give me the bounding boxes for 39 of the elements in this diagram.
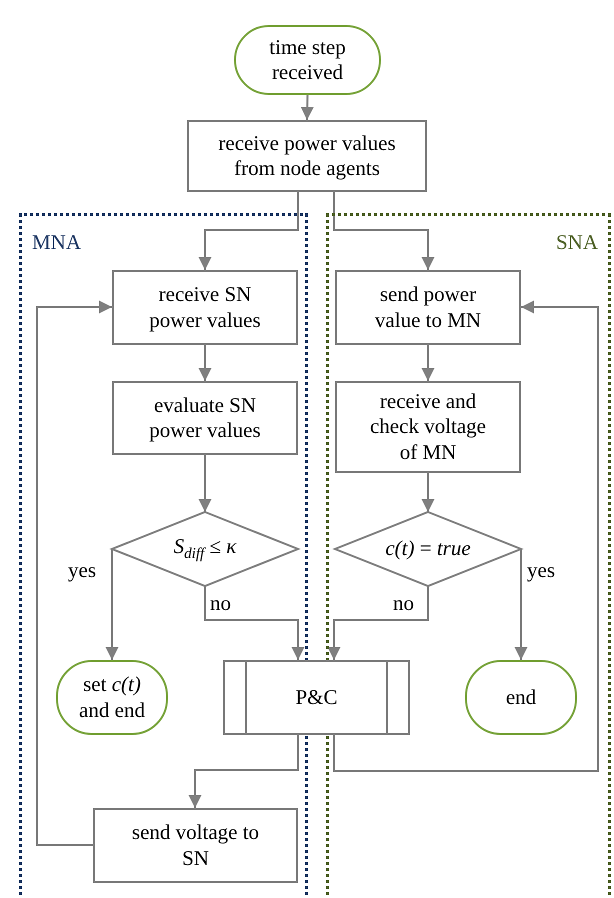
region-label: MNA (32, 230, 82, 256)
predefined-process-box (223, 660, 410, 735)
arrow (333, 300, 599, 772)
arrow (422, 473, 434, 512)
process-box (335, 270, 521, 345)
condition-text: c(t) = true (385, 536, 471, 562)
terminal-text: end (506, 684, 536, 710)
edge-label: no (210, 593, 231, 614)
edge-label: no (393, 593, 414, 614)
edge-label: yes (527, 560, 555, 581)
arrow (36, 300, 112, 846)
step-text: send voltage to SN (131, 820, 260, 871)
terminal-text: time step received (268, 34, 347, 86)
step-text: send power value to MN (374, 282, 482, 333)
arrow (328, 586, 429, 660)
arrow (333, 192, 434, 270)
condition-text: S$_{diff}$ ≤ κ (174, 534, 236, 564)
arrow (188, 735, 299, 808)
process-box (112, 270, 298, 345)
region-label: SNA (556, 230, 598, 256)
arrow (106, 549, 118, 660)
step-text: receive SN power values (148, 282, 262, 333)
process-box (187, 120, 427, 192)
edge-label: yes (68, 560, 96, 581)
arrow (198, 192, 299, 270)
step-text: P&C (295, 684, 338, 710)
step-text: receive power values from node agents (217, 130, 397, 182)
process-box (335, 381, 521, 473)
terminal-text: set c(t) and end (78, 672, 146, 723)
step-text: receive and check voltage of MN (368, 389, 488, 465)
arrow (204, 586, 304, 660)
arrow (422, 345, 434, 381)
arrow (198, 345, 212, 381)
arrow (514, 549, 528, 660)
arrow (300, 94, 314, 120)
arrow (198, 455, 212, 512)
process-box (112, 381, 298, 455)
process-box (93, 808, 298, 883)
step-text: evaluate SN power values (148, 392, 262, 444)
